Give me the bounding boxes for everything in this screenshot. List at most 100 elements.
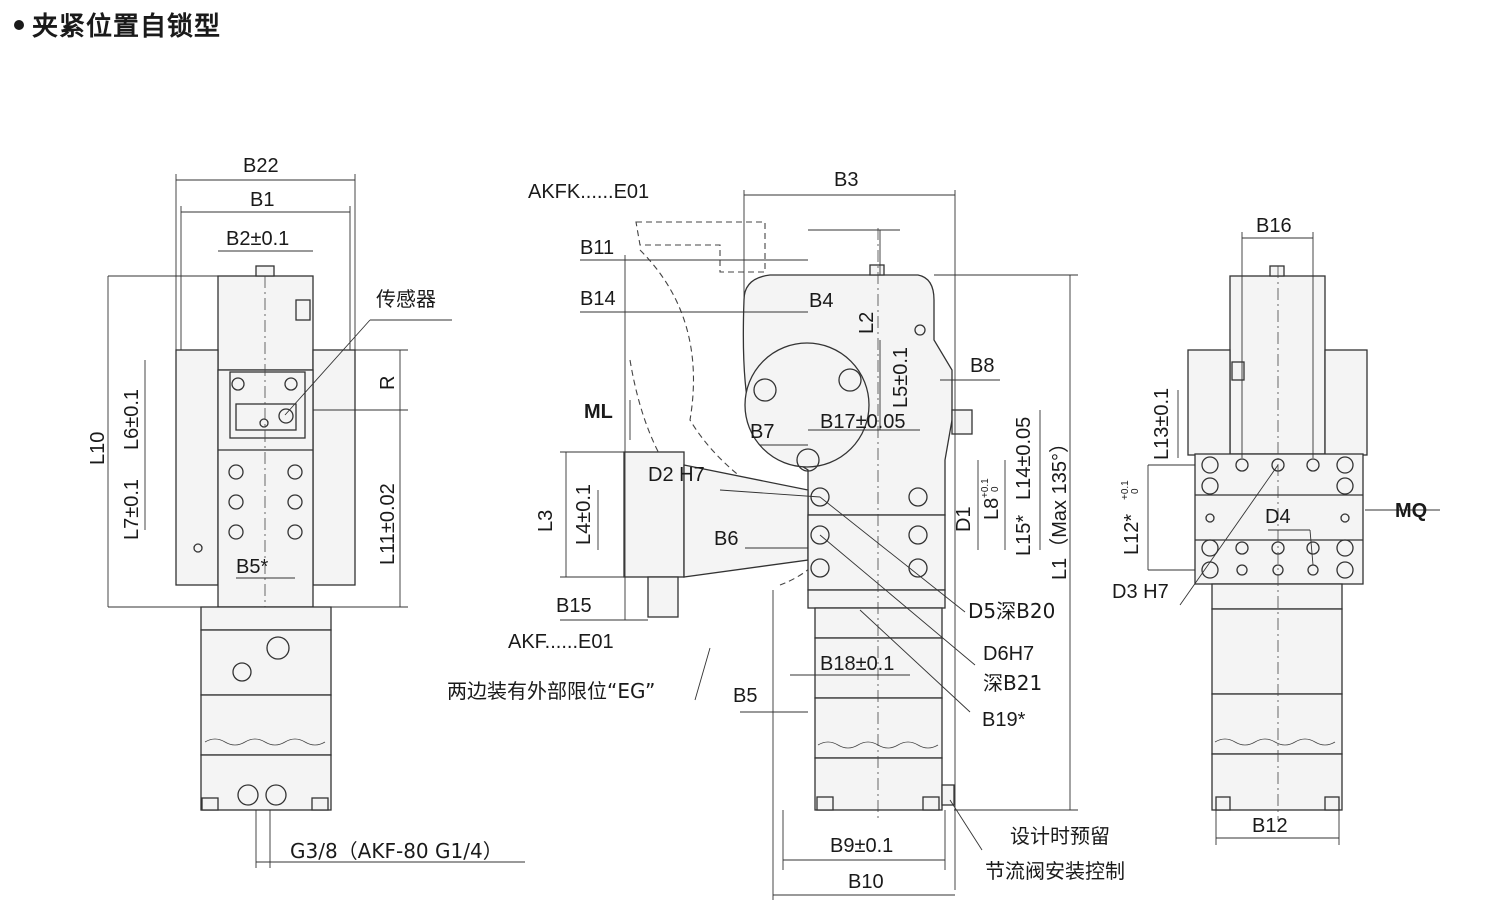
pin-icon bbox=[810, 558, 830, 578]
label-l14: L14±0.05 bbox=[1013, 417, 1035, 500]
mount-plate bbox=[623, 451, 685, 578]
label-l11: L11±0.02 bbox=[377, 483, 399, 565]
label-sensor: 传感器 bbox=[376, 287, 436, 311]
foot-icon bbox=[816, 796, 834, 811]
bolt-icon bbox=[287, 524, 303, 540]
label-mq: MQ bbox=[1395, 500, 1427, 522]
right-sensor-box bbox=[1231, 361, 1245, 381]
label-ml: ML bbox=[584, 401, 613, 423]
label-b8: B8 bbox=[970, 355, 994, 377]
foot-icon bbox=[311, 797, 329, 811]
label-l6: L6±0.1 bbox=[121, 389, 143, 450]
label-b5: B5 bbox=[733, 685, 757, 707]
bolt-icon bbox=[278, 408, 294, 424]
label-d2: D2 H7 bbox=[648, 464, 705, 486]
label-l2: L2 bbox=[856, 312, 878, 334]
bolt-icon bbox=[287, 494, 303, 510]
left-flange-left bbox=[175, 349, 219, 586]
right-flange-right bbox=[1324, 349, 1368, 456]
bolt-icon bbox=[1336, 477, 1354, 495]
port-icon bbox=[265, 784, 287, 806]
throttle-valve bbox=[941, 784, 955, 806]
lower-block bbox=[807, 514, 946, 591]
label-l13: L13±0.1 bbox=[1151, 388, 1173, 460]
label-b12: B12 bbox=[1252, 815, 1288, 837]
label-d6: D6H7 bbox=[983, 643, 1034, 665]
left-sensor-box bbox=[295, 299, 311, 321]
bullet-icon bbox=[14, 19, 24, 30]
label-b9: B9±0.1 bbox=[830, 835, 893, 857]
left-cyl-flange bbox=[200, 606, 332, 631]
left-flange-right bbox=[312, 349, 356, 586]
port-icon bbox=[266, 636, 290, 660]
label-b15: B15 bbox=[556, 595, 592, 617]
arm-dashed-outline bbox=[635, 221, 766, 273]
right-cyl-flange bbox=[1211, 583, 1343, 610]
pin-icon bbox=[810, 525, 830, 545]
label-b4: B4 bbox=[809, 290, 833, 312]
port-icon bbox=[237, 784, 259, 806]
left-cyl-head bbox=[200, 629, 332, 696]
foot-icon bbox=[1324, 796, 1340, 811]
label-b14: B14 bbox=[580, 288, 616, 310]
label-r: R bbox=[377, 376, 399, 390]
label-l1: L1（Max 135°） bbox=[1048, 433, 1071, 580]
mid-cyl-end bbox=[814, 757, 943, 811]
label-b19: B19* bbox=[982, 709, 1026, 731]
label-port: G3/8（AKF-80 G1/4） bbox=[290, 839, 503, 863]
right-flange-left bbox=[1187, 349, 1231, 456]
bolt-icon bbox=[284, 377, 298, 391]
left-top-block bbox=[217, 275, 314, 371]
bolt-icon bbox=[1235, 541, 1249, 555]
bolt-icon bbox=[1201, 456, 1219, 474]
page-title: 夹紧位置自锁型 bbox=[14, 6, 221, 43]
label-akfk: AKFK......E01 bbox=[528, 181, 649, 203]
bolt-icon bbox=[1201, 477, 1219, 495]
label-b2: B2±0.1 bbox=[226, 228, 289, 250]
bolt-icon bbox=[287, 464, 303, 480]
left-top-nipple bbox=[255, 265, 275, 277]
label-l5: L5±0.1 bbox=[890, 347, 912, 408]
bolt-icon bbox=[1336, 456, 1354, 474]
label-l7: L7±0.1 bbox=[121, 479, 143, 540]
foot-icon bbox=[922, 796, 940, 811]
foot-icon bbox=[201, 797, 219, 811]
label-d3: D3 H7 bbox=[1112, 581, 1169, 603]
pivot-icon bbox=[753, 378, 777, 402]
bolt-icon bbox=[228, 494, 244, 510]
label-b18: B18±0.1 bbox=[820, 653, 894, 675]
pin-icon bbox=[810, 487, 830, 507]
middle-view bbox=[560, 190, 1078, 900]
bolt-icon bbox=[259, 418, 269, 428]
label-l4: L4±0.1 bbox=[573, 484, 595, 545]
label-eg: 两边装有外部限位“EG” bbox=[447, 679, 655, 703]
label-design2: 节流阀安装控制 bbox=[985, 859, 1125, 883]
title-text: 夹紧位置自锁型 bbox=[32, 12, 222, 42]
pin-icon bbox=[908, 487, 928, 507]
label-l12: L12* bbox=[1121, 514, 1143, 555]
label-d4: D4 bbox=[1265, 506, 1291, 528]
bolt-icon bbox=[1336, 539, 1354, 557]
label-l8-tol-bot: 0 bbox=[990, 486, 1001, 492]
right-cyl-end bbox=[1211, 753, 1343, 811]
label-design1: 设计时预留 bbox=[1010, 824, 1110, 848]
label-l15: L15* bbox=[1013, 515, 1035, 556]
bolt-icon bbox=[228, 524, 244, 540]
mid-cyl-tube bbox=[814, 697, 943, 759]
label-l12-tol-bot: 0 bbox=[1130, 488, 1141, 494]
right-top-nipple bbox=[1269, 265, 1285, 277]
label-b22: B22 bbox=[243, 155, 279, 177]
arm-nipple bbox=[869, 264, 885, 276]
label-l8: L8 bbox=[981, 498, 1003, 520]
label-b11: B11 bbox=[580, 237, 614, 259]
bolt-icon bbox=[231, 377, 245, 391]
sensor-connector bbox=[951, 409, 973, 435]
pin-icon bbox=[914, 324, 926, 336]
bolt-icon bbox=[1205, 513, 1215, 523]
label-b3: B3 bbox=[834, 169, 858, 191]
right-view bbox=[1147, 232, 1440, 845]
label-l10: L10 bbox=[87, 432, 109, 465]
limit-stop-eg bbox=[647, 576, 679, 618]
mid-cyl-collar bbox=[814, 607, 943, 639]
